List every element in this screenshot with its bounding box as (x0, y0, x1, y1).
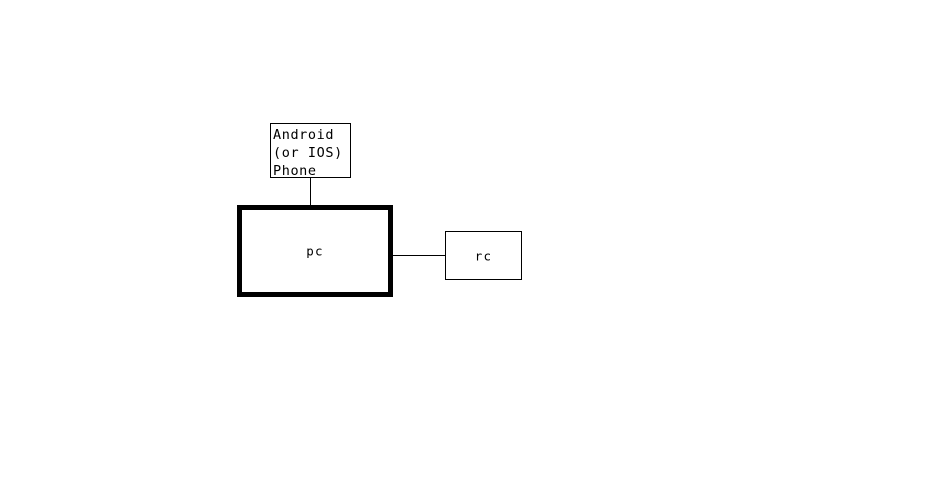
edge-pc-to-rc (392, 255, 446, 256)
node-pc-label: pc (306, 243, 324, 259)
node-rc[interactable]: rc (445, 231, 522, 280)
node-rc-label: rc (474, 248, 493, 263)
node-android-phone[interactable]: Android (or IOS) Phone (270, 123, 351, 179)
edge-phone-to-pc (310, 177, 311, 206)
node-android-phone-label: Android (or IOS) Phone (273, 127, 343, 179)
node-pc[interactable]: pc (237, 205, 393, 297)
